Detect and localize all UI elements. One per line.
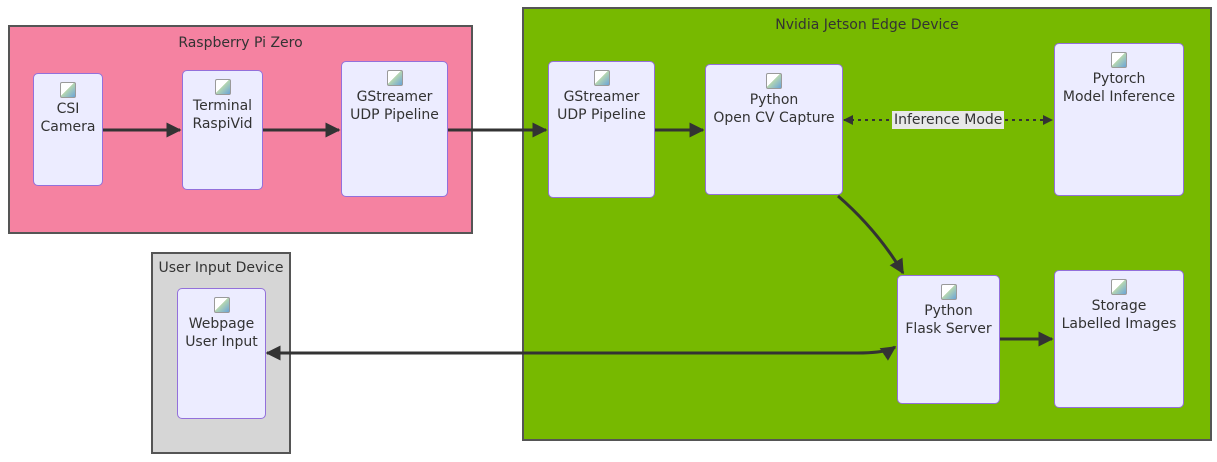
node-storage-labelled-images[interactable]: Storage Labelled Images bbox=[1054, 270, 1184, 408]
node-label: CSI Camera bbox=[40, 101, 96, 135]
node-csi-camera[interactable]: CSI Camera bbox=[33, 73, 103, 186]
node-label: Terminal RaspiVid bbox=[192, 98, 253, 132]
edge-opencv-to-flask bbox=[837, 194, 905, 275]
broken-image-icon bbox=[1111, 52, 1127, 68]
node-label: Python Flask Server bbox=[905, 303, 992, 337]
node-label: Python Open CV Capture bbox=[713, 92, 835, 126]
broken-image-icon bbox=[214, 79, 231, 95]
broken-image-icon bbox=[213, 297, 230, 313]
broken-image-icon bbox=[1111, 279, 1127, 295]
node-gstreamer-udp-pipeline-jetson[interactable]: GStreamer UDP Pipeline bbox=[548, 61, 655, 198]
edge-label-inference-mode: Inference Mode bbox=[892, 111, 1005, 129]
node-label: Storage Labelled Images bbox=[1061, 298, 1177, 332]
cluster-title: Raspberry Pi Zero bbox=[178, 35, 303, 51]
node-gstreamer-udp-pipeline-pi[interactable]: GStreamer UDP Pipeline bbox=[341, 61, 448, 197]
edge-flask-webpage-bidirectional bbox=[265, 345, 897, 361]
node-pytorch-model-inference[interactable]: Pytorch Model Inference bbox=[1054, 43, 1184, 196]
node-python-flask-server[interactable]: Python Flask Server bbox=[897, 275, 1000, 404]
cluster-title: Nvidia Jetson Edge Device bbox=[775, 17, 959, 33]
broken-image-icon bbox=[940, 284, 957, 300]
broken-image-icon bbox=[766, 73, 782, 89]
node-label: Webpage User Input bbox=[185, 316, 258, 350]
broken-image-icon bbox=[593, 70, 610, 86]
node-webpage-user-input[interactable]: Webpage User Input bbox=[177, 288, 266, 419]
node-terminal-raspivid[interactable]: Terminal RaspiVid bbox=[182, 70, 263, 190]
node-label: Pytorch Model Inference bbox=[1062, 71, 1176, 105]
node-label: GStreamer UDP Pipeline bbox=[557, 89, 646, 123]
node-python-opencv-capture[interactable]: Python Open CV Capture bbox=[705, 64, 843, 195]
broken-image-icon bbox=[60, 82, 76, 98]
node-label: GStreamer UDP Pipeline bbox=[350, 89, 439, 123]
broken-image-icon bbox=[386, 70, 403, 86]
cluster-title: User Input Device bbox=[158, 260, 284, 276]
